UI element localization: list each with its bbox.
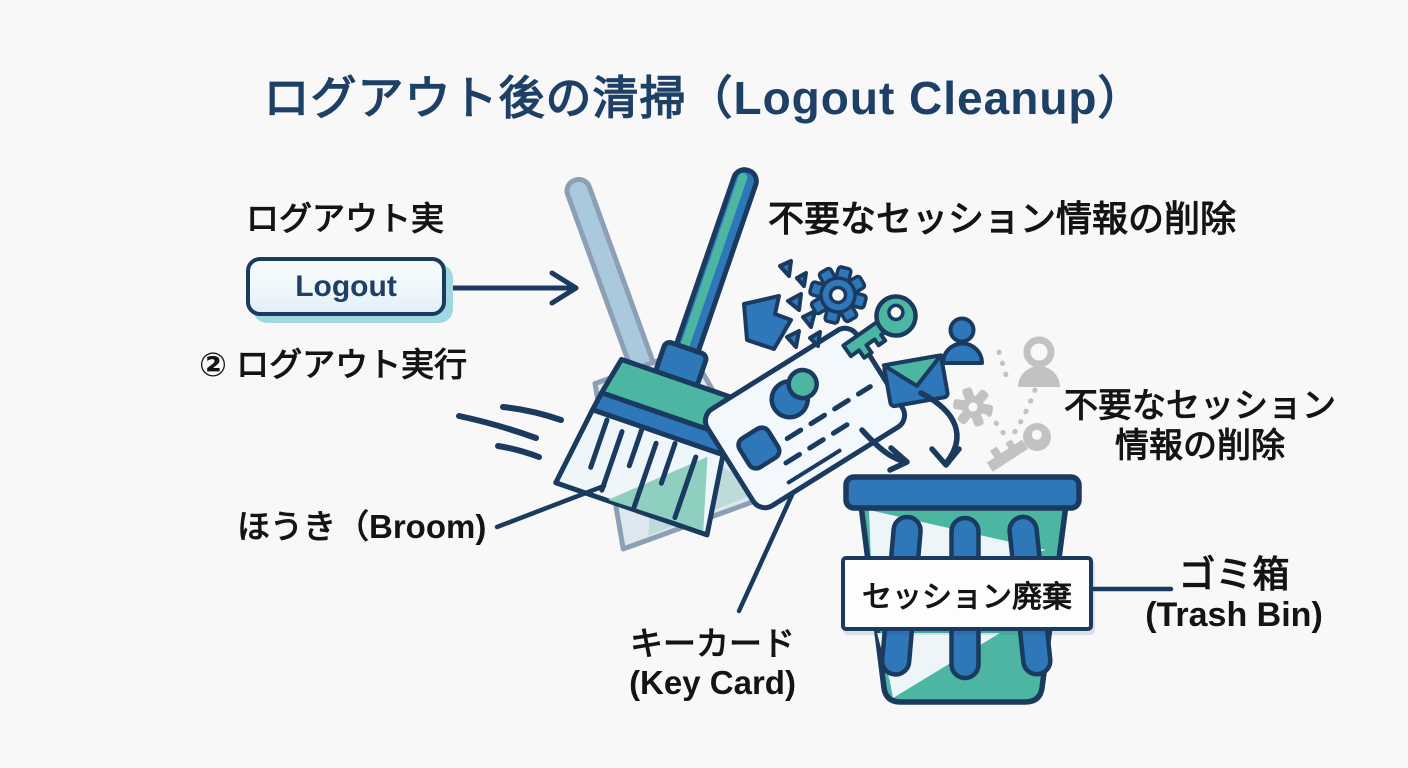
envelope-icon — [881, 353, 950, 409]
gear-icon — [808, 265, 868, 325]
keycard-label-line2: (Key Card) — [629, 664, 796, 701]
faded-gear-icon — [952, 387, 994, 427]
step2-label: ② ログアウト実行 — [199, 346, 468, 383]
note-right-line2: 情報の削除 — [1115, 427, 1285, 465]
logout-exec-label: ログアウト実 — [246, 200, 444, 237]
shards-icon — [742, 259, 822, 351]
curved-arrow-icon — [859, 390, 962, 473]
keycard-label-line1: キーカード — [630, 625, 795, 662]
arrow-right-icon — [447, 270, 579, 306]
trash-label-line1: ゴミ箱 — [1178, 554, 1290, 595]
motion-lines-icon — [456, 404, 564, 460]
broom-label-connector-line — [494, 483, 607, 530]
session-delete-note-right: 不要なセッション 情報の削除 — [1040, 386, 1360, 466]
user-icon — [941, 316, 984, 365]
logout-button[interactable]: Logout — [246, 257, 446, 316]
page-title: ログアウト後の清掃（Logout Cleanup） — [263, 72, 1145, 124]
broom-label: ほうき（Broom) — [237, 508, 487, 545]
keycard-label: キーカード (Key Card) — [600, 624, 825, 702]
session-delete-note-top: 不要なセッション情報の削除 — [768, 198, 1237, 239]
faded-dashed-trail — [986, 349, 1038, 444]
faded-key-icon — [986, 423, 1051, 472]
trash-bin-label: ゴミ箱 (Trash Bin) — [1120, 554, 1348, 636]
broom-icon — [553, 167, 759, 538]
key-card-icon — [702, 325, 908, 511]
faded-user-icon — [1018, 336, 1060, 387]
key-icon — [841, 294, 918, 360]
session-discard-tag: セッション廃棄 — [841, 556, 1093, 631]
note-right-line1: 不要なセッション — [1064, 387, 1336, 425]
trash-label-line2: (Trash Bin) — [1145, 596, 1323, 634]
